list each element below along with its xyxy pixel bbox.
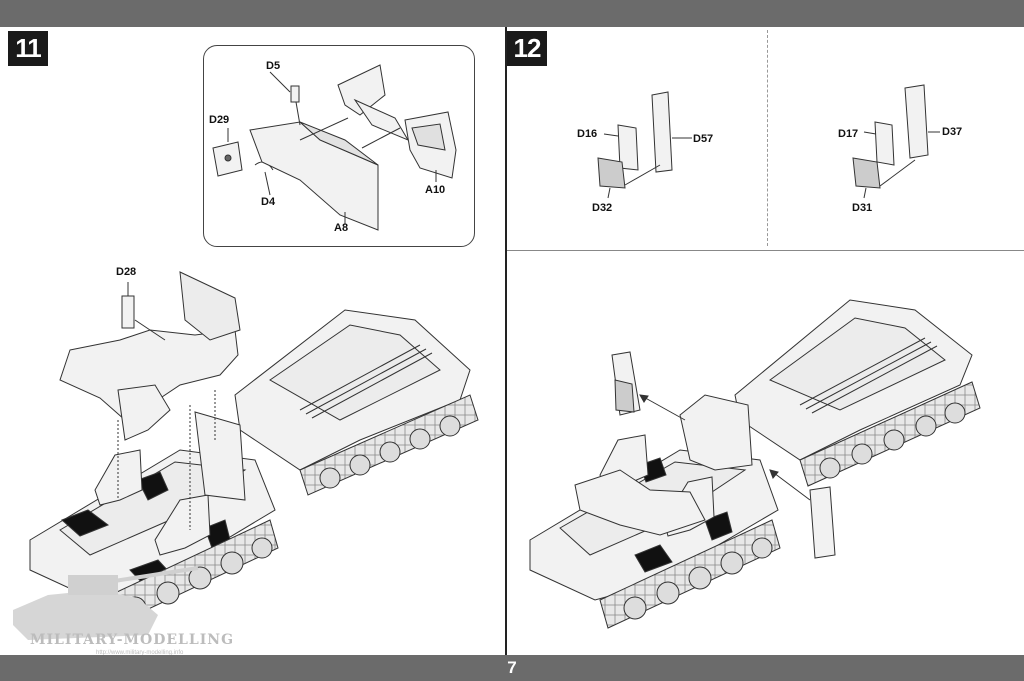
page-number: 7 xyxy=(507,658,517,677)
part-a8-drawing xyxy=(249,121,379,231)
label-d28: D28 xyxy=(116,266,137,278)
cab-12 xyxy=(574,469,706,536)
bulkhead xyxy=(194,411,246,501)
part-d5-drawing xyxy=(290,85,300,103)
step-12-badge: 12 xyxy=(507,31,547,66)
part-d32-drawing xyxy=(597,157,626,189)
label-d29: D29 xyxy=(209,114,230,126)
step-12-vehicle xyxy=(529,299,981,629)
bulkhead-12 xyxy=(679,394,753,471)
bottom-bar: 7 xyxy=(0,655,1024,681)
part-d28-drawing xyxy=(121,295,135,329)
part-d37-drawing xyxy=(904,84,929,159)
part-d57-drawing xyxy=(651,91,673,173)
label-d16: D16 xyxy=(577,128,598,140)
label-d5: D5 xyxy=(266,60,281,72)
label-d4: D4 xyxy=(261,196,276,208)
side-part-right-12 xyxy=(809,486,836,559)
dashed-separator xyxy=(767,30,768,246)
callout-parts xyxy=(212,64,457,231)
part-d17-drawing xyxy=(874,121,895,166)
label-a10: A10 xyxy=(425,184,446,196)
label-d17: D17 xyxy=(838,128,859,140)
step-11-vehicle xyxy=(29,271,479,629)
label-d37: D37 xyxy=(942,126,963,138)
part-d31-drawing xyxy=(852,157,881,189)
label-d32: D32 xyxy=(592,202,613,214)
watermark-tank-icon xyxy=(13,566,199,640)
watermark-text: MILITARY-MODELLING xyxy=(30,632,235,648)
label-d57: D57 xyxy=(693,133,714,145)
label-a8: A8 xyxy=(334,222,349,234)
label-d31: D31 xyxy=(852,202,873,214)
watermark-url: http://www.military-modelling.info xyxy=(96,650,184,656)
step-12-top-parts xyxy=(597,84,940,199)
panel-divider xyxy=(505,27,507,655)
part-d16-drawing xyxy=(617,124,639,171)
upper-panel-drawing xyxy=(337,64,386,116)
step-12-subdivider xyxy=(507,250,1024,251)
top-bar xyxy=(0,0,1024,27)
step-11-badge: 11 xyxy=(8,31,48,66)
